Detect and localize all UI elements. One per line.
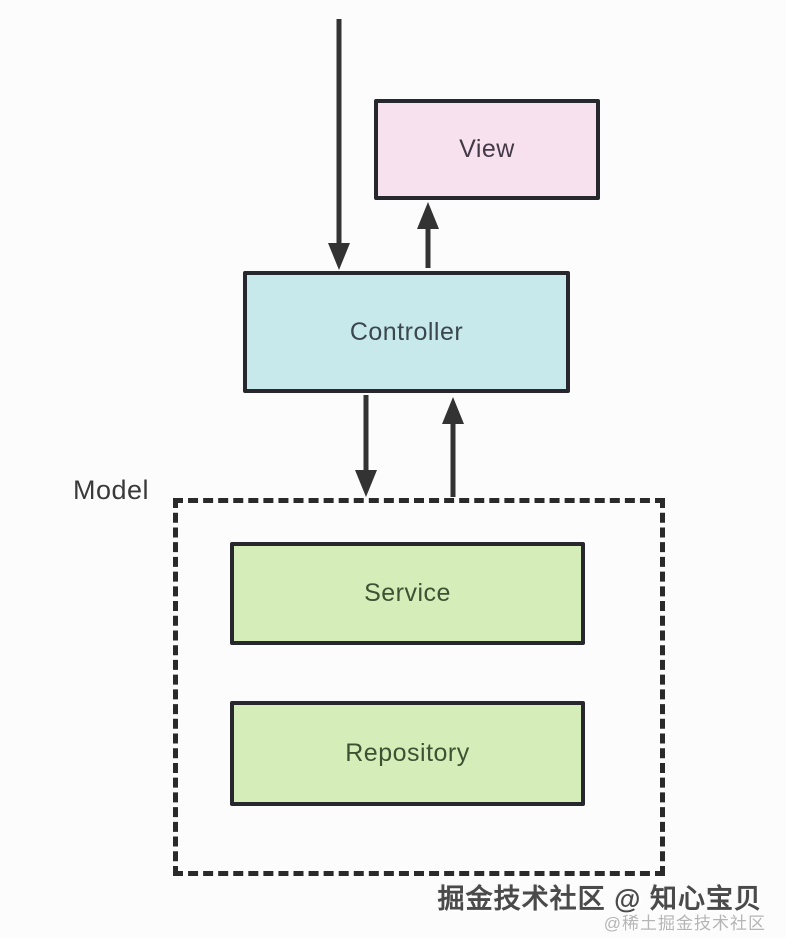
node-repository-label: Repository <box>345 739 470 767</box>
node-repository: Repository <box>230 701 585 806</box>
node-controller: Controller <box>243 271 570 393</box>
node-view: View <box>374 99 600 200</box>
node-controller-label: Controller <box>349 317 464 346</box>
model-group-label: Model <box>73 475 150 505</box>
node-service: Service <box>230 542 585 645</box>
watermark-community: 掘金技术社区 @ 知心宝贝 <box>437 884 762 914</box>
arrow-incoming-to-controller <box>328 19 350 270</box>
watermark-community-sub: @稀土掘金技术社区 <box>603 914 766 933</box>
model-group-boundary <box>173 498 665 876</box>
arrow-model-to-controller <box>442 397 464 497</box>
node-view-label: View <box>459 135 515 163</box>
arrow-controller-to-model <box>355 395 377 497</box>
arrow-controller-to-view <box>417 202 439 268</box>
node-service-label: Service <box>364 579 451 607</box>
